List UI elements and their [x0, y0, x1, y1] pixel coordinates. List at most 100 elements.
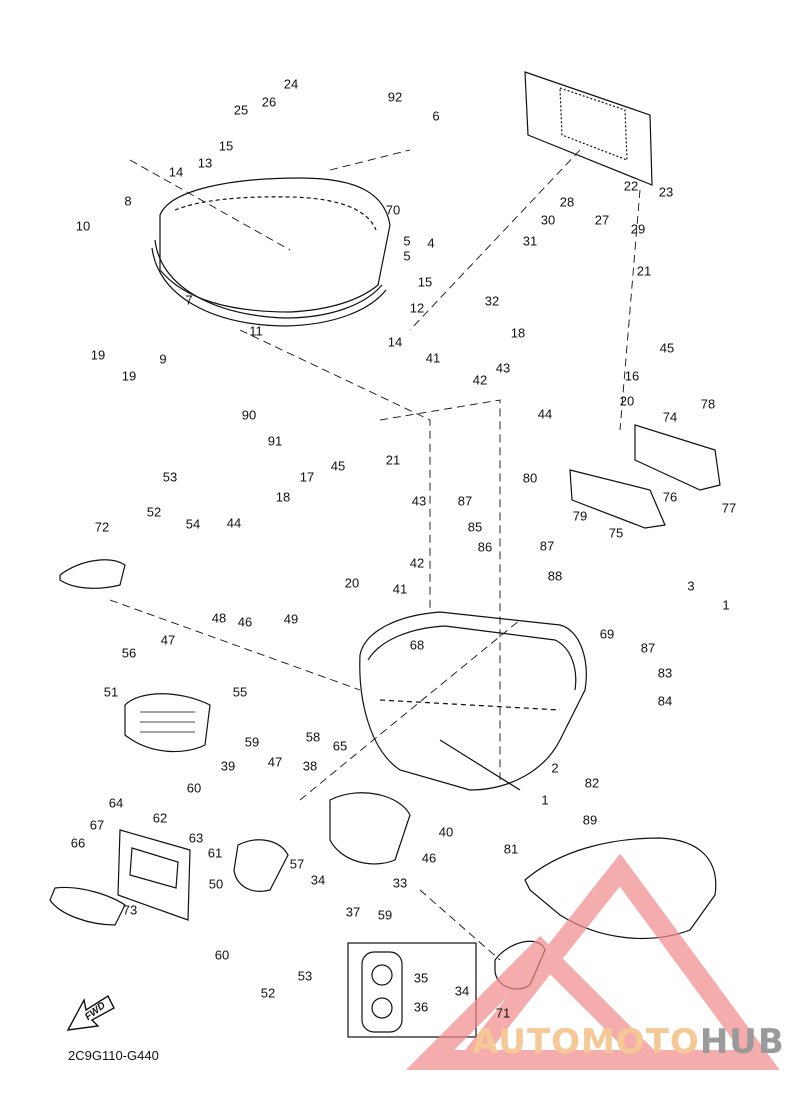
callout-61: 61	[207, 845, 223, 861]
callout-47: 47	[160, 632, 176, 648]
callout-42b: 42	[409, 555, 425, 571]
callout-92: 92	[387, 89, 403, 105]
callout-56: 56	[121, 645, 137, 661]
callout-26: 26	[261, 94, 277, 110]
callout-29: 29	[630, 221, 646, 237]
callout-78: 78	[700, 396, 716, 412]
callout-2: 2	[551, 760, 559, 776]
callout-83: 83	[657, 665, 673, 681]
callout-88: 88	[547, 568, 563, 584]
callout-34: 34	[310, 872, 326, 888]
grip-part	[59, 559, 126, 589]
callout-86: 86	[477, 539, 493, 555]
callout-49: 49	[283, 611, 299, 627]
callout-50: 50	[208, 876, 224, 892]
callout-19: 19	[90, 347, 106, 363]
latch-base	[233, 839, 289, 892]
callout-84: 84	[657, 693, 673, 709]
callout-46: 46	[237, 614, 253, 630]
callout-3: 3	[687, 578, 695, 594]
callout-43: 43	[495, 360, 511, 376]
callout-22: 22	[623, 178, 639, 194]
top-case-lid	[151, 177, 391, 327]
callout-40: 40	[438, 824, 454, 840]
callout-30: 30	[540, 212, 556, 228]
callout-59b: 59	[377, 907, 393, 923]
callout-4: 4	[427, 235, 435, 251]
callout-1b: 1	[541, 792, 549, 808]
callout-87b: 87	[539, 538, 555, 554]
callout-55: 55	[232, 684, 248, 700]
lock-cylinder-inset	[347, 942, 477, 1038]
callout-62: 62	[152, 810, 168, 826]
callout-25: 25	[233, 102, 249, 118]
callout-65: 65	[332, 738, 348, 754]
callout-80: 80	[522, 470, 538, 486]
callout-43b: 43	[411, 493, 427, 509]
callout-24: 24	[283, 76, 299, 92]
callout-66: 66	[70, 835, 86, 851]
license-plate-bracket	[117, 829, 191, 921]
callout-52b: 52	[260, 985, 276, 1001]
callout-42: 42	[472, 372, 488, 388]
callout-85: 85	[467, 519, 483, 535]
callout-9: 9	[159, 351, 167, 367]
latch-housing	[329, 792, 411, 865]
pad-part	[49, 886, 126, 926]
callout-28: 28	[559, 194, 575, 210]
callout-72: 72	[94, 519, 110, 535]
callout-11: 11	[249, 323, 263, 339]
callout-18: 18	[510, 325, 526, 341]
callout-70: 70	[385, 202, 401, 218]
callout-54: 54	[185, 516, 201, 532]
callout-32: 32	[484, 293, 500, 309]
callout-63: 63	[188, 830, 204, 846]
hinge-assembly	[569, 424, 721, 529]
inner-panel	[524, 71, 653, 186]
callout-41: 41	[425, 350, 441, 366]
callout-46b: 46	[421, 850, 437, 866]
rear-reflector-panel	[124, 693, 211, 753]
callout-35: 35	[413, 970, 429, 986]
callout-60b: 60	[214, 947, 230, 963]
callout-75: 75	[608, 525, 624, 541]
callout-34b: 34	[454, 983, 470, 999]
callout-45b: 45	[330, 458, 346, 474]
callout-77: 77	[721, 500, 737, 516]
callout-53: 53	[162, 469, 178, 485]
callout-31: 31	[522, 233, 538, 249]
callout-15b: 15	[417, 274, 433, 290]
case-body	[359, 611, 587, 791]
callout-76: 76	[662, 489, 678, 505]
callout-68: 68	[409, 637, 425, 653]
callout-15: 15	[218, 138, 234, 154]
callout-74: 74	[662, 409, 678, 425]
callout-48: 48	[211, 610, 227, 626]
callout-19b: 19	[121, 368, 137, 384]
callout-60: 60	[186, 780, 202, 796]
callout-37: 37	[345, 904, 361, 920]
watermark-text: AUTOMOTOHUB	[472, 1022, 785, 1062]
callout-45: 45	[659, 340, 675, 356]
callout-17: 17	[299, 469, 315, 485]
callout-73: 73	[122, 902, 138, 918]
callout-14: 14	[168, 164, 184, 180]
callout-44: 44	[537, 406, 553, 422]
callout-5: 5	[403, 233, 411, 249]
callout-87c: 87	[640, 640, 656, 656]
callout-39: 39	[220, 758, 236, 774]
callout-23: 23	[658, 184, 674, 200]
callout-13: 13	[197, 155, 213, 171]
callout-53b: 53	[297, 968, 313, 984]
callout-12: 12	[409, 300, 425, 316]
callout-59: 59	[244, 734, 260, 750]
callout-20: 20	[619, 393, 635, 409]
callout-5b: 5	[403, 248, 411, 264]
callout-20b: 20	[344, 575, 360, 591]
callout-90: 90	[241, 407, 257, 423]
fwd-arrow-icon	[66, 994, 115, 1031]
callout-6: 6	[432, 108, 440, 124]
callout-18b: 18	[275, 489, 291, 505]
callout-79: 79	[572, 508, 588, 524]
